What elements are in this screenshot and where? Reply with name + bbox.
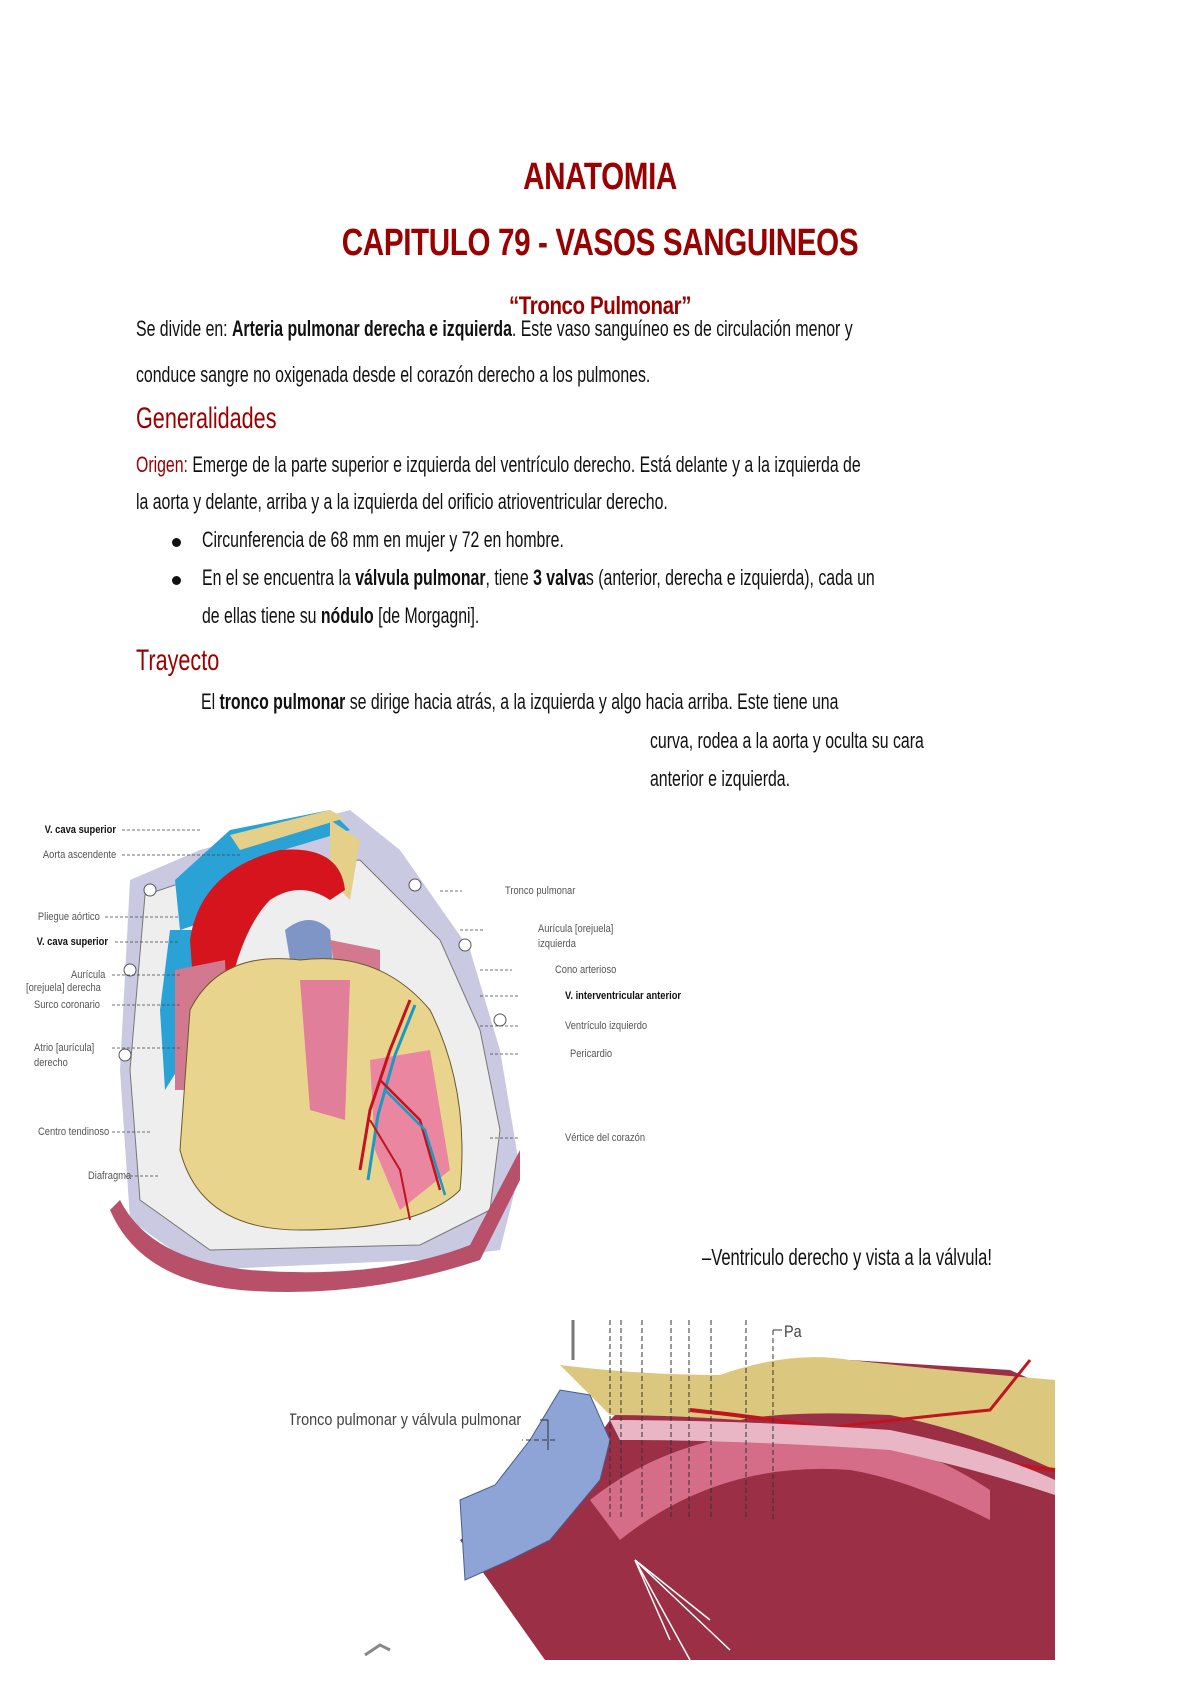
intro-prefix: Se divide en: [136,316,232,341]
bullet-icon [172,538,181,547]
text-run: s (anterior, derecha e izquierda), cada … [585,565,875,590]
origin-line-1: Origen: Emerge de la parte superior e iz… [136,452,861,478]
intro-line-2: conduce sangre no oxigenada desde el cor… [136,362,651,387]
label-atrio-derecho: Atrio [aurícula] [34,1042,95,1054]
bullet-item-2-cont: de ellas tiene su nódulo [de Morgagni]. [202,603,479,629]
bold-run: nódulo [320,603,374,628]
figure2-caption: –Ventriculo derecho y vista a la válvula… [702,1244,992,1270]
text-run: de ellas tiene su [202,603,321,628]
label-auricula-izquierda: Aurícula [orejuela] [538,923,614,935]
right-ventricle-illustration: Tronco pulmonar y válvula pulmonar Pa [290,1320,1080,1694]
heart-anterior-illustration: V. cava superior Aorta ascendente Pliegu… [0,790,681,1330]
intro-line-1: Se divide en: Arteria pulmonar derecha e… [136,316,853,342]
chapter-title: CAPITULO 79 - VASOS SANGUINEOS [341,222,859,264]
label-vertice-corazon: Vértice del corazón [565,1132,646,1144]
label-pericardio: Pericardio [570,1048,613,1060]
label-derecho: derecho [34,1057,68,1069]
intro-suffix: . Este vaso sanguíneo es de circulación … [511,316,853,341]
label-orejuela-derecha: [orejuela] derecha [26,982,101,994]
bullet-item-2: En el se encuentra la válvula pulmonar, … [202,565,875,591]
label-tronco-pulmonar: Tronco pulmonar [505,885,576,897]
label-v-interventricular-anterior: V. interventricular anterior [565,990,682,1002]
bold-run: válvula pulmonar [355,565,486,590]
label-surco-coronario: Surco coronario [34,999,101,1011]
label-tronco-valvula-pulmonar: Tronco pulmonar y válvula pulmonar [290,1410,522,1429]
bold-run: 3 valva [533,565,586,590]
label-aorta-ascendente: Aorta ascendente [42,849,116,861]
label-diafragma: Diafragma [88,1170,132,1182]
label-cono-arterioso: Cono arterioso [555,964,617,976]
document-title: ANATOMIA [523,156,677,198]
label-v-cava-superior-2: V. cava superior [36,936,108,948]
heart-drawing [105,810,520,1292]
text-run: [de Morgagni]. [373,603,480,628]
heading-trayecto: Trayecto [136,644,220,677]
bullet-icon [172,576,181,585]
origin-text-1: Emerge de la parte superior e izquierda … [187,452,861,477]
label-pliegue-aortico: Pliegue aórtico [38,911,100,923]
trayecto-line-3: anterior e izquierda. [650,766,791,791]
text-run: se dirige hacia atrás, a la izquierda y … [345,689,839,714]
label-centro-tendinoso: Centro tendinoso [38,1126,110,1138]
text-run: , tiene [485,565,534,590]
bold-run: tronco pulmonar [219,689,346,714]
text-run: En el se encuentra la [202,565,356,590]
bullet-item-1: Circunferencia de 68 mm en mujer y 72 en… [202,527,564,552]
origin-line-2: la aorta y delante, arriba y a la izquie… [136,489,668,514]
label-pa: Pa [784,1322,802,1341]
intro-bold: Arteria pulmonar derecha e izquierda [231,316,512,341]
heading-generalidades: Generalidades [136,402,277,435]
trayecto-line-2: curva, rodea a la aorta y oculta su cara [650,728,924,753]
origin-label: Origen: [136,452,188,477]
label-izquierda: izquierda [538,938,576,950]
label-auricula: Aurícula [70,969,105,981]
ventricle-drawing [364,1320,1056,1661]
label-v-cava-superior: V. cava superior [44,824,116,836]
text-run: El [201,689,220,714]
trayecto-line-1: El tronco pulmonar se dirige hacia atrás… [201,689,838,715]
section-subtitle: “Tronco Pulmonar” [508,292,692,320]
label-ventriculo-izquierdo: Ventrículo izquierdo [565,1020,648,1032]
